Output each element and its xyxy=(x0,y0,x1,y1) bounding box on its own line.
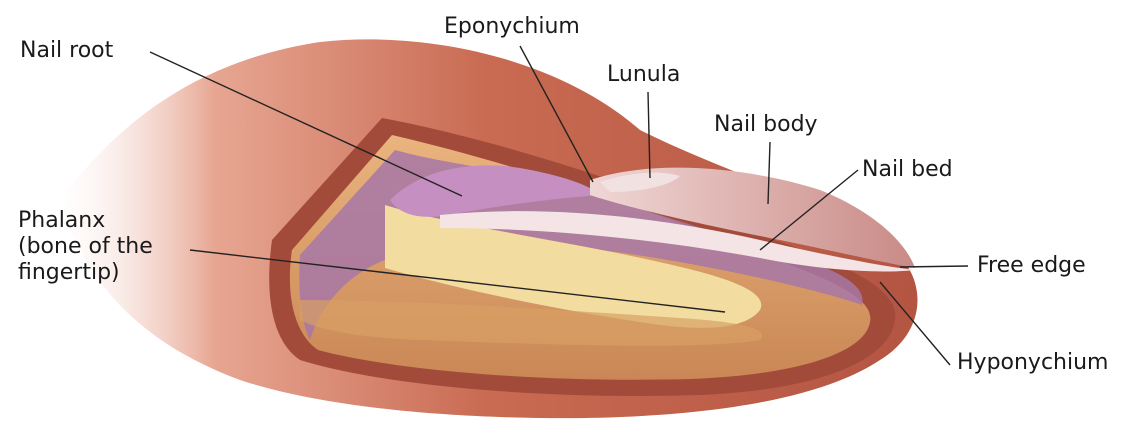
label-nail-bed: Nail bed xyxy=(862,157,953,183)
label-nail-body: Nail body xyxy=(714,112,818,138)
leader-free-edge xyxy=(900,266,968,267)
label-lunula: Lunula xyxy=(607,62,680,88)
label-phalanx: Phalanx (bone of the fingertip) xyxy=(18,208,153,286)
label-phalanx-line-3: fingertip) xyxy=(18,260,153,286)
label-nail-root: Nail root xyxy=(20,38,113,64)
label-free-edge: Free edge xyxy=(977,253,1086,279)
label-phalanx-line-2: (bone of the xyxy=(18,234,153,260)
label-hyponychium: Hyponychium xyxy=(957,350,1108,376)
label-phalanx-line-1: Phalanx xyxy=(18,208,153,234)
label-eponychium: Eponychium xyxy=(444,14,580,40)
